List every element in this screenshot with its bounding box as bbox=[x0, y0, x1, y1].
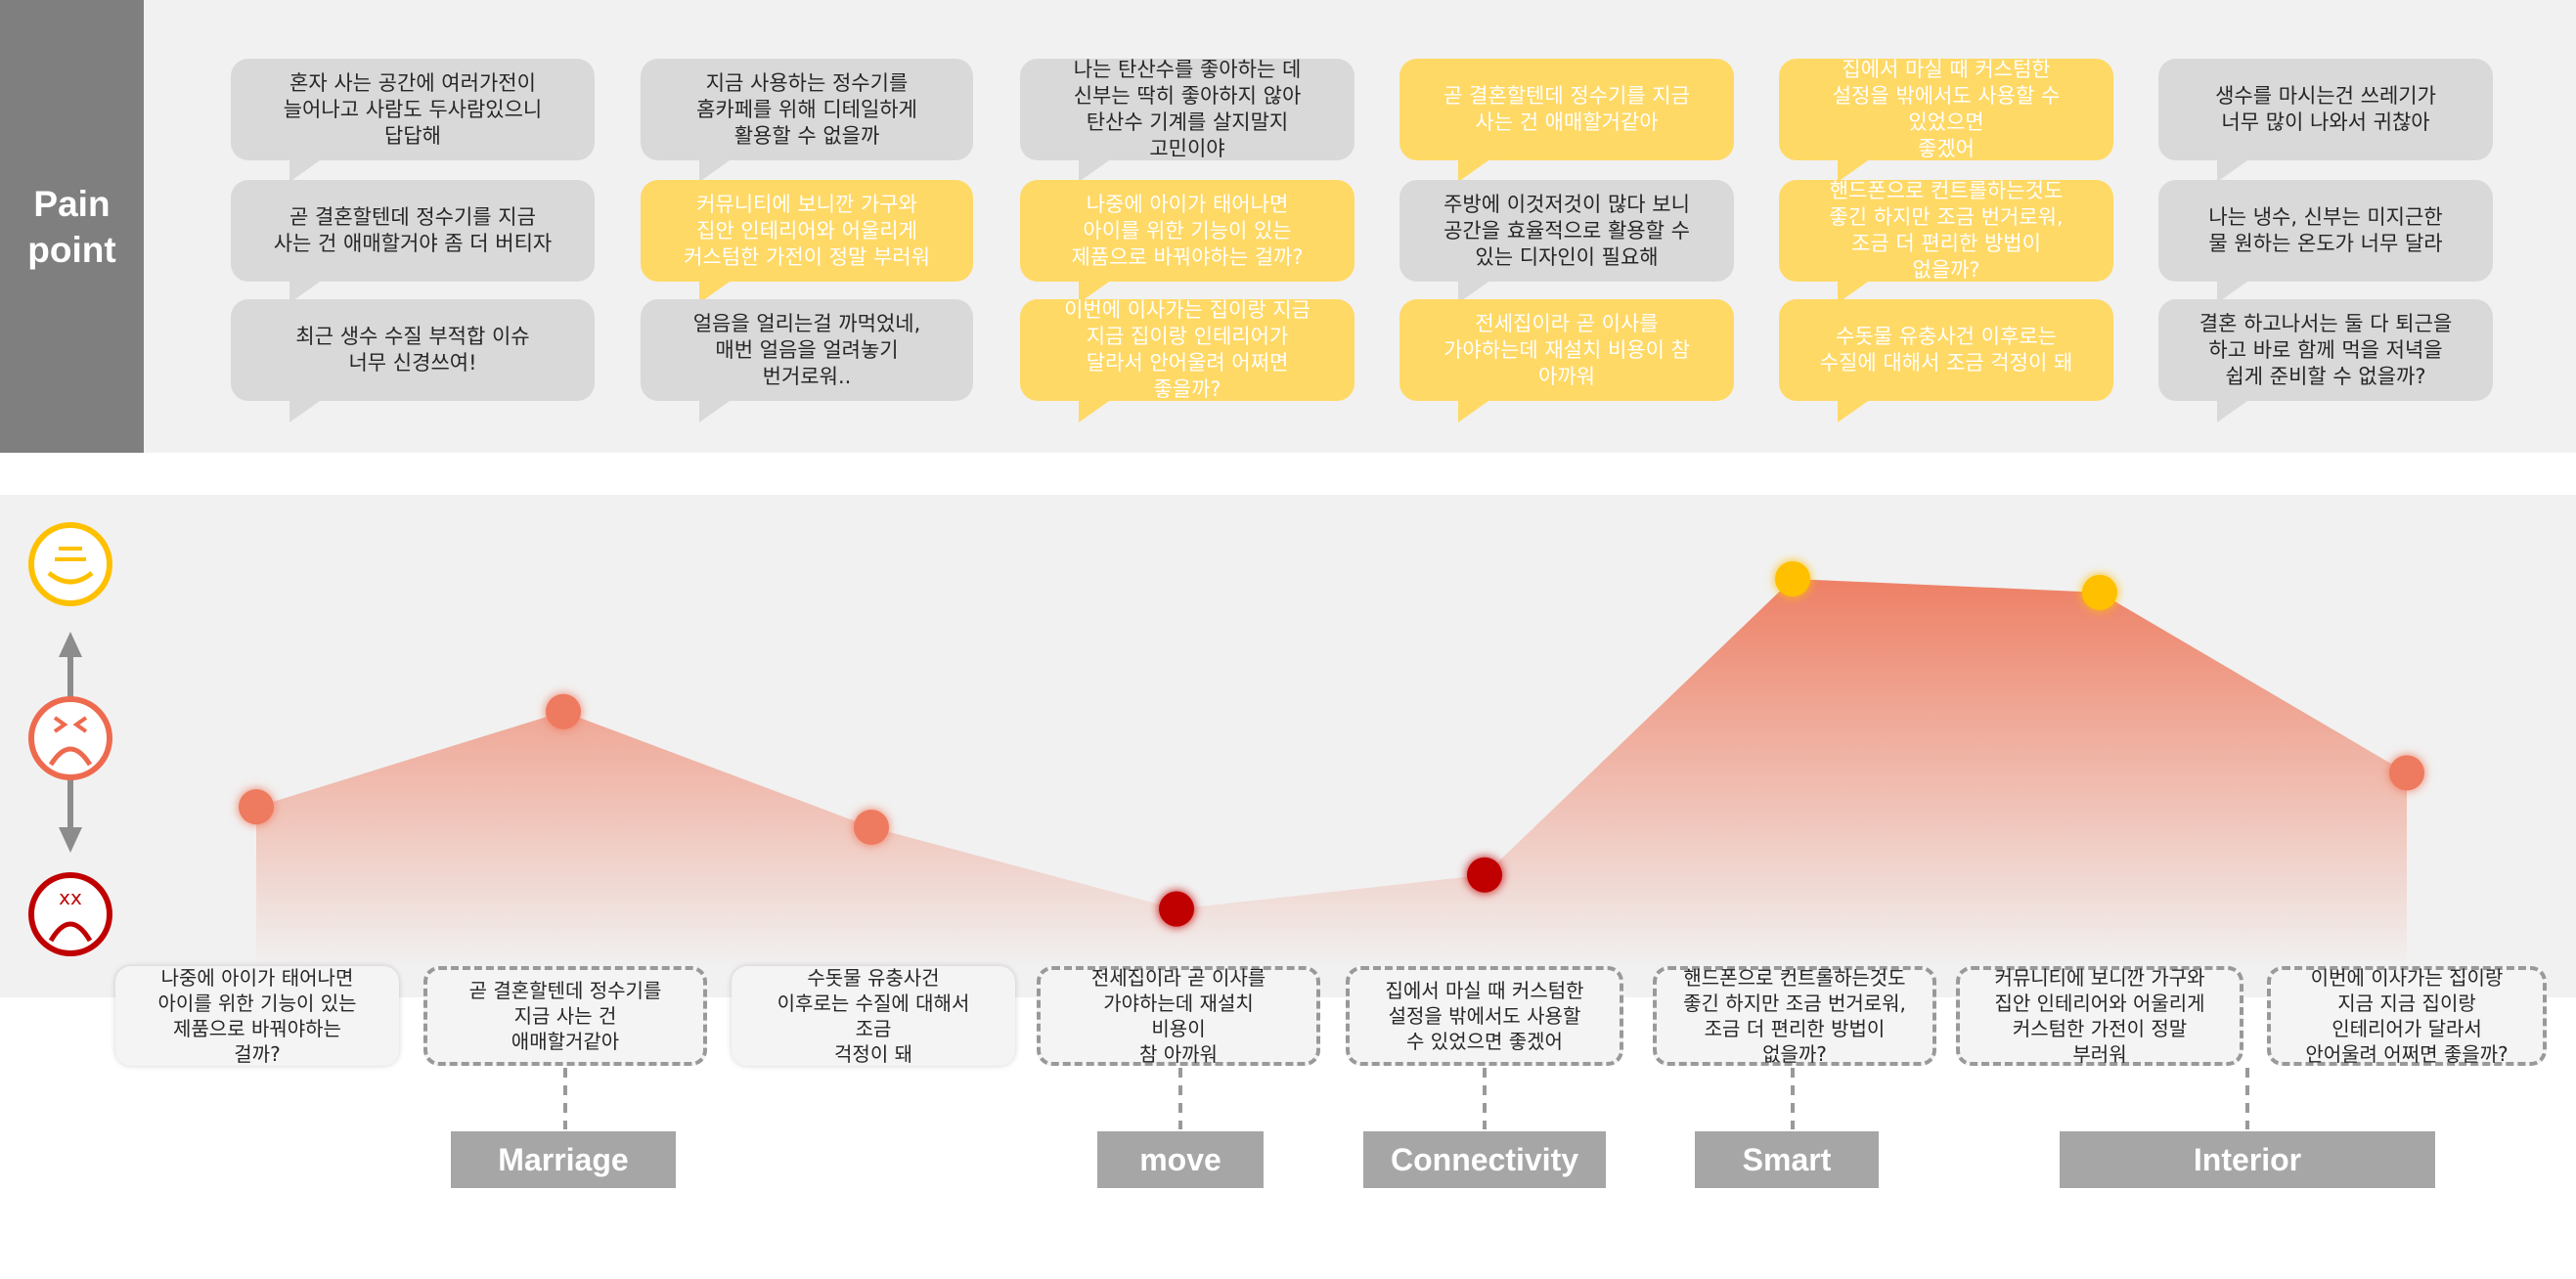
pain-point-bubble: 최근 생수 수질 부적합 이슈 너무 신경쓰여! bbox=[231, 299, 595, 422]
emotion-area bbox=[256, 579, 2407, 968]
pain-point-bubble: 집에서 마실 때 커스텀한 설정을 밖에서도 사용할 수 있었으면 좋겠어 bbox=[1779, 58, 2113, 182]
pain-point-text: 혼자 사는 공간에 여러가전이 늘어나고 사람도 두사람있으니 답답해 bbox=[283, 70, 543, 148]
journey-card: 전세집이라 곧 이사를 가야하는데 재설치 비용이 참 아까워 bbox=[1037, 966, 1320, 1066]
emotion-point bbox=[1467, 857, 1502, 893]
pain-point-bubble: 핸드폰으로 컨트롤하는것도 좋긴 하지만 조금 번거로워, 조금 더 편리한 방… bbox=[1779, 179, 2113, 303]
pain-point-text: 지금 사용하는 정수기를 홈카페를 위해 디테일하게 활용할 수 없을까 bbox=[696, 70, 917, 148]
pain-point-bubble: 지금 사용하는 정수기를 홈카페를 위해 디테일하게 활용할 수 없을까 bbox=[641, 59, 973, 182]
bubble-tail bbox=[2217, 158, 2250, 182]
keyword-tag: Smart bbox=[1695, 1131, 1879, 1188]
pain-point-text: 나중에 아이가 태어나면 아이를 위한 기능이 있는 제품으로 바꿔야하는 걸까… bbox=[1071, 192, 1304, 269]
pain-point-text: 전세집이라 곧 이사를 가야하는데 재설치 비용이 참 아까워 bbox=[1443, 311, 1690, 388]
pain-point-bubble: 나는 냉수, 신부는 미지근한 물 원하는 온도가 너무 달라 bbox=[2158, 180, 2493, 303]
svg-text:xx: xx bbox=[59, 886, 82, 909]
pain-point-text: 결혼 하고나서는 둘 다 퇴근을 하고 바로 함께 먹을 저녁을 쉽게 준비할 … bbox=[2198, 311, 2453, 388]
bubble-tail bbox=[1458, 158, 1491, 182]
pain-point-text: 주방에 이것저것이 많다 보니 공간을 효율적으로 활용할 수 있는 디자인이 … bbox=[1443, 192, 1690, 269]
bubble-tail bbox=[1079, 399, 1112, 422]
journey-card: 수돗물 유충사건 이후로는 수질에 대해서 조금 걱정이 돼 bbox=[732, 966, 1015, 1066]
unhappy-face-icon bbox=[28, 696, 112, 780]
bubble-tail bbox=[289, 158, 323, 182]
pain-point-text: 곧 결혼할텐데 정수기를 지금 사는 건 애매할거같아 bbox=[1443, 84, 1690, 134]
pain-point-text: 커뮤니티에 보니깐 가구와 집안 인테리어와 어울리게 커스텀한 가전이 정말 … bbox=[684, 192, 930, 269]
pain-point-bubble: 곧 결혼할텐데 정수기를 지금 사는 건 애매할거야 좀 더 버티자 bbox=[231, 180, 595, 303]
emotion-point bbox=[2082, 574, 2117, 610]
pain-point-bubble: 커뮤니티에 보니깐 가구와 집안 인테리어와 어울리게 커스텀한 가전이 정말 … bbox=[641, 180, 973, 303]
emotion-point bbox=[1775, 561, 1810, 596]
journey-card: 곧 결혼할텐데 정수기를 지금 사는 건 애매할거같아 bbox=[423, 966, 707, 1066]
pain-point-bubble: 혼자 사는 공간에 여러가전이 늘어나고 사람도 두사람있으니 답답해 bbox=[231, 59, 595, 182]
pain-point-bubble: 생수를 마시는건 쓰레기가 너무 많이 나와서 귀찮아 bbox=[2158, 59, 2493, 182]
bubble-tail bbox=[2217, 399, 2250, 422]
pain-point-bubble: 주방에 이것저것이 많다 보니 공간을 효율적으로 활용할 수 있는 디자인이 … bbox=[1399, 180, 1734, 303]
pain-point-text: 생수를 마시는건 쓰레기가 너무 많이 나와서 귀찮아 bbox=[2215, 84, 2436, 134]
journey-card: 커뮤니티에 보니깐 가구와 집안 인테리어와 어울리게 커스텀한 가전이 정말 … bbox=[1956, 966, 2243, 1066]
emotion-point bbox=[1159, 891, 1194, 927]
emotion-point bbox=[546, 693, 581, 729]
keyword-tag: Interior bbox=[2060, 1131, 2435, 1188]
pain-point-text: 이번에 이사가는 집이랑 지금 지금 집이랑 인테리어가 달라서 안어울려 어쩌… bbox=[1064, 298, 1310, 401]
pain-point-text: 최근 생수 수질 부적합 이슈 너무 신경쓰여! bbox=[295, 325, 530, 375]
journey-card: 이번에 이사가는 집이랑 지금 지금 집이랑 인테리어가 달라서 안어울려 어쩌… bbox=[2267, 966, 2547, 1066]
pain-point-text: 핸드폰으로 컨트롤하는것도 좋긴 하지만 조금 번거로워, 조금 더 편리한 방… bbox=[1829, 179, 2064, 282]
pain-point-text: 나는 냉수, 신부는 미지근한 물 원하는 온도가 너무 달라 bbox=[2208, 205, 2443, 255]
journey-card: 집에서 마실 때 커스텀한 설정을 밖에서도 사용할 수 있었으면 좋겠어 bbox=[1346, 966, 1623, 1066]
pain-point-bubble: 이번에 이사가는 집이랑 지금 지금 집이랑 인테리어가 달라서 안어울려 어쩌… bbox=[1020, 298, 1355, 422]
pain-point-label-box: Pain point bbox=[0, 0, 144, 453]
pain-point-bubble: 수돗물 유충사건 이후로는 수질에 대해서 조금 걱정이 돼 bbox=[1779, 299, 2113, 422]
journey-card: 나중에 아이가 태어나면 아이를 위한 기능이 있는 제품으로 바꿔야하는 걸까… bbox=[115, 966, 399, 1066]
pain-point-text: 얼음을 얼리는걸 까먹었네, 매번 얼음을 얼려놓기 번거로워.. bbox=[692, 311, 921, 388]
pain-point-bubble: 결혼 하고나서는 둘 다 퇴근을 하고 바로 함께 먹을 저녁을 쉽게 준비할 … bbox=[2158, 299, 2493, 422]
emotion-point bbox=[854, 810, 889, 846]
pain-point-bubble: 전세집이라 곧 이사를 가야하는데 재설치 비용이 참 아까워 bbox=[1399, 299, 1734, 422]
emotion-point bbox=[2389, 755, 2424, 791]
bubble-tail bbox=[289, 399, 323, 422]
angry-face-icon: xx bbox=[28, 872, 112, 956]
pain-point-title: Pain point bbox=[27, 183, 116, 270]
bubble-tail bbox=[699, 399, 733, 422]
keyword-tag: Marriage bbox=[451, 1131, 676, 1188]
pain-point-bubble: 얼음을 얼리는걸 까먹었네, 매번 얼음을 얼려놓기 번거로워.. bbox=[641, 299, 973, 422]
bubble-tail bbox=[1079, 158, 1112, 182]
pain-point-text: 집에서 마실 때 커스텀한 설정을 밖에서도 사용할 수 있었으면 좋겠어 bbox=[1832, 58, 2061, 160]
pain-point-text: 수돗물 유충사건 이후로는 수질에 대해서 조금 걱정이 돼 bbox=[1819, 325, 2073, 375]
journey-card: 핸드폰으로 컨트롤하는것도 좋긴 하지만 조금 번거로워, 조금 더 편리한 방… bbox=[1653, 966, 1936, 1066]
keyword-tag: move bbox=[1097, 1131, 1264, 1188]
keyword-tag: Connectivity bbox=[1363, 1131, 1606, 1188]
happy-face-icon bbox=[28, 522, 112, 606]
bubble-tail bbox=[1838, 399, 1871, 422]
pain-point-bubble: 곧 결혼할텐데 정수기를 지금 사는 건 애매할거같아 bbox=[1399, 59, 1734, 182]
emotion-point bbox=[239, 789, 274, 825]
bubble-tail bbox=[699, 158, 733, 182]
pain-point-text: 나는 탄산수를 좋아하는 데 신부는 딱히 좋아하지 않아 탄산수 기계를 살지… bbox=[1073, 58, 1302, 160]
pain-point-bubble: 나는 탄산수를 좋아하는 데 신부는 딱히 좋아하지 않아 탄산수 기계를 살지… bbox=[1020, 58, 1355, 182]
bubble-tail bbox=[1838, 158, 1871, 182]
pain-point-text: 곧 결혼할텐데 정수기를 지금 사는 건 애매할거야 좀 더 버티자 bbox=[273, 205, 553, 255]
bubble-tail bbox=[1458, 399, 1491, 422]
emotion-scale-up-arrow bbox=[59, 632, 82, 657]
emotion-scale-down-arrow bbox=[59, 827, 82, 853]
pain-point-bubble: 나중에 아이가 태어나면 아이를 위한 기능이 있는 제품으로 바꿔야하는 걸까… bbox=[1020, 180, 1355, 303]
